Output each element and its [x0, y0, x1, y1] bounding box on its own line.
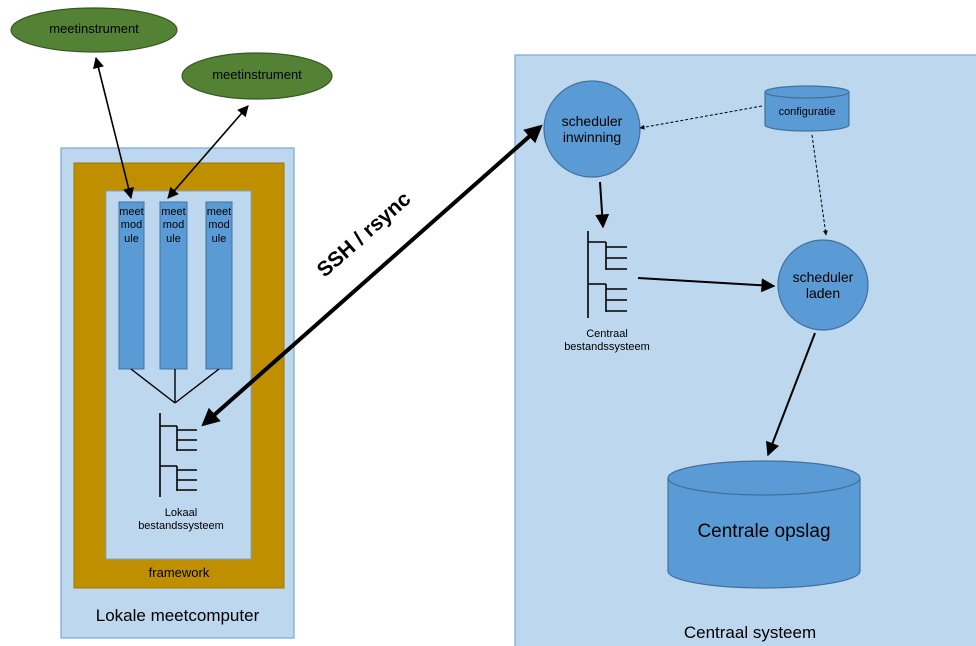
meetmodule-2 — [159, 201, 188, 370]
scheduler-inwinning-label-line2: inwinning — [562, 129, 622, 145]
centrale-opslag-database-icon — [667, 460, 861, 589]
local-filesystem-label-line1: Lokaal — [164, 507, 198, 519]
arrow-filesystem-to-laden — [637, 277, 776, 293]
scheduler-inwinning-label-line1: scheduler — [561, 113, 623, 129]
local-computer-title: Lokale meetcomputer — [95, 606, 260, 625]
meetinstrument-1-label: meetinstrument — [49, 21, 139, 36]
configuratie-database-icon — [764, 85, 850, 132]
configuratie-label: configuratie — [778, 106, 836, 118]
arrow-instrument1-module1 — [93, 56, 134, 200]
meetmodule-3-label: meetmodule — [206, 206, 232, 245]
centrale-opslag-label: Centrale opslag — [697, 521, 831, 542]
meetinstrument-2 — [181, 52, 333, 100]
scheduler-laden-label-line1: scheduler — [792, 269, 854, 285]
dashed-arrow-configuratie-to-laden — [811, 134, 828, 236]
central-system-title: Centraal systeem — [683, 623, 817, 642]
central-filesystem-label-line2: bestandssysteem — [564, 341, 650, 353]
scheduler-laden-node — [777, 239, 869, 331]
scheduler-laden-label-line2: laden — [805, 285, 841, 301]
framework-label: framework — [148, 565, 210, 580]
arrow-laden-to-opslag — [765, 332, 816, 457]
meetmodule-1-label: meetmodule — [119, 206, 144, 245]
meetinstrument-2-label: meetinstrument — [212, 67, 302, 82]
ssh-rsync-arrow — [201, 124, 543, 427]
arrow-inwinning-to-filesystem — [595, 181, 610, 229]
local-filesystem-tree-icon — [159, 413, 197, 497]
central-filesystem-label-line1: Centraal — [586, 328, 628, 340]
meetinstrument-1 — [10, 7, 178, 53]
dashed-arrow-configuratie-to-inwinning — [639, 105, 763, 130]
central-filesystem-tree-icon — [587, 231, 627, 318]
module-connector-1 — [130, 368, 176, 404]
meetmodule-1 — [118, 201, 145, 370]
local-filesystem-label-line2: bestandssysteem — [138, 520, 224, 532]
meetmodule-2-label: meetmodule — [161, 206, 186, 245]
